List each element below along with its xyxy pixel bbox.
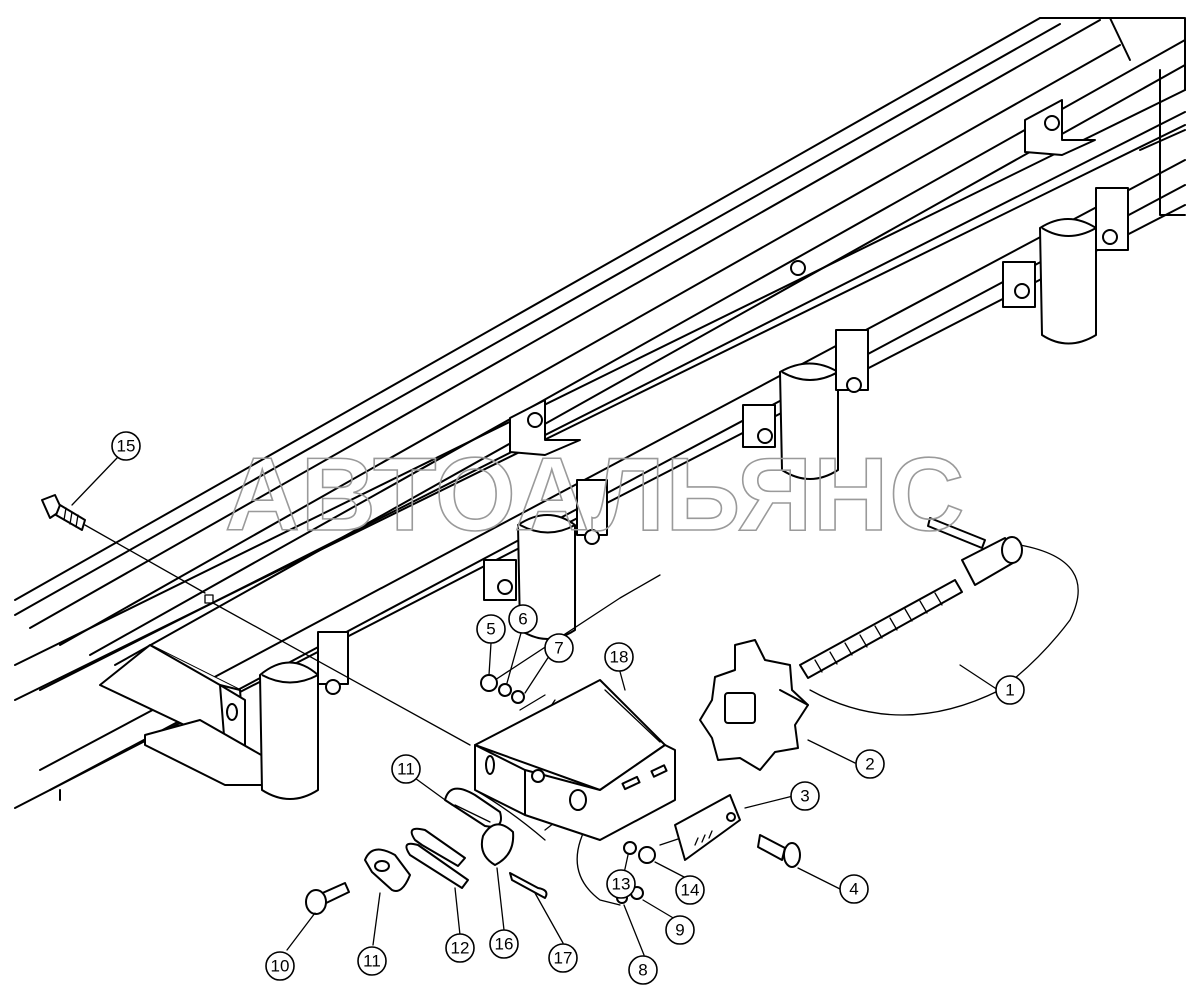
callout-11-lower: 11	[357, 946, 387, 976]
callout-9-label: 9	[675, 921, 684, 940]
u-pin-12	[405, 827, 469, 889]
callout-7: 7	[544, 633, 574, 663]
callout-18-label: 18	[610, 648, 629, 667]
callout-4-label: 4	[849, 880, 858, 899]
callout-6: 6	[508, 604, 538, 634]
angle-brackets	[509, 99, 1096, 456]
left-end-bracket	[59, 644, 276, 801]
castle-nut-16	[480, 823, 515, 866]
callout-5: 5	[476, 614, 506, 644]
callout-10-label: 10	[271, 957, 290, 976]
callout-10: 10	[265, 951, 295, 981]
callout-2-label: 2	[865, 755, 874, 774]
callout-11-upper: 11	[391, 754, 421, 784]
star-knob-2	[699, 639, 809, 771]
callout-1: 1	[995, 675, 1025, 705]
callout-8: 8	[628, 955, 658, 985]
callout-12: 12	[445, 933, 475, 963]
callout-15: 15	[111, 431, 141, 461]
callout-5-label: 5	[486, 620, 495, 639]
callout-13: 13	[606, 869, 636, 899]
callout-12-label: 12	[451, 939, 470, 958]
clip-11-lower	[364, 848, 411, 892]
callout-15-label: 15	[117, 437, 136, 456]
callout-18: 18	[604, 642, 634, 672]
callout-8-label: 8	[638, 961, 647, 980]
callout-6-label: 6	[518, 610, 527, 629]
callout-16-label: 16	[495, 935, 514, 954]
support-tubes	[259, 187, 1129, 800]
callout-9: 9	[665, 915, 695, 945]
bolt-4	[757, 834, 801, 868]
screw-10	[305, 882, 350, 915]
callout-4: 4	[839, 874, 869, 904]
callout-2: 2	[855, 749, 885, 779]
bracket-18	[474, 679, 676, 841]
callout-14-label: 14	[681, 881, 700, 900]
callout-3: 3	[790, 781, 820, 811]
callout-11-lower-label: 11	[363, 952, 381, 971]
bolt-15	[41, 494, 86, 531]
small-hardware	[480, 674, 656, 904]
threaded-rod-1	[799, 517, 1023, 679]
plate-3	[674, 794, 741, 861]
callout-16: 16	[489, 929, 519, 959]
callout-leaders	[71, 457, 999, 956]
callout-13-label: 13	[612, 875, 631, 894]
watermark-text: АВТОАЛЬЯНС	[225, 437, 966, 553]
callout-1-label: 1	[1005, 681, 1014, 700]
callout-11-upper-label: 11	[397, 760, 415, 779]
callout-7-label: 7	[554, 639, 563, 658]
cotter-pin-17	[509, 872, 548, 899]
callout-14: 14	[675, 875, 705, 905]
callout-3-label: 3	[800, 787, 809, 806]
callout-17: 17	[548, 943, 578, 973]
callout-17-label: 17	[554, 949, 573, 968]
